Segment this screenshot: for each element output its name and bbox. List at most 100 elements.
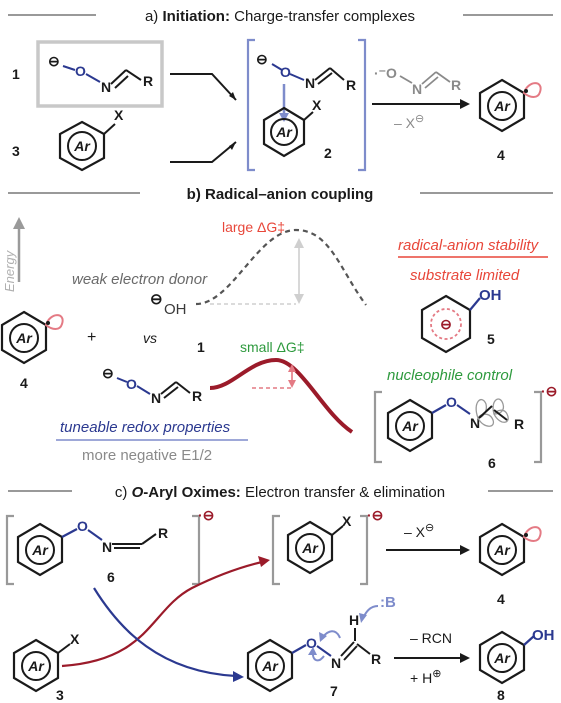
oxime-7-hydrogen: H [349, 612, 359, 628]
plus-h-label: + H⊕ [410, 668, 441, 686]
label-3: 3 [12, 143, 20, 159]
phenol-8-oh: OH [532, 627, 555, 644]
large-dg-label: large ΔG‡ [222, 219, 285, 235]
section-c-header: c) O-Aryl Oximes: Electron transfer & el… [115, 484, 445, 501]
hydroxide-label: OH [164, 301, 187, 318]
blue-substitution-arrow [93, 587, 237, 678]
svg-text:⊖: ⊖ [440, 316, 452, 332]
section-b-header: b) Radical–anion coupling [187, 186, 374, 203]
phenol-radical-anion-5: ⊖ [420, 294, 472, 354]
svg-text:Ar: Ar [261, 658, 279, 674]
oximate-b-r: R [192, 388, 202, 404]
hydroxide-charge: ⊖ [150, 291, 163, 308]
svg-text:Ar: Ar [15, 330, 33, 346]
svg-text:Ar: Ar [73, 138, 91, 154]
weak-donor-label: weak electron donor [72, 271, 208, 288]
section-a-header: a) Initiation: Charge-transfer complexes [145, 8, 415, 25]
minus-rcn-label: – RCN [410, 630, 452, 646]
label-4a: 4 [497, 147, 505, 163]
phenol-8: Ar [478, 630, 526, 685]
aryl-ring-6b: Ar [386, 398, 434, 453]
compound-6b-nitrogen: N [470, 415, 480, 431]
aryl-halide-radical-anion: Ar [286, 520, 334, 575]
minus-x-text-a: – X⊖ [394, 113, 424, 131]
label-6c: 6 [107, 569, 115, 585]
label-8: 8 [497, 687, 505, 703]
vs-label: vs [143, 330, 157, 346]
aryl-halide-charge: ·⊖ [367, 507, 383, 523]
label-4b: 4 [20, 375, 28, 391]
more-negative-label: more negative E1/2 [82, 447, 212, 464]
label-5: 5 [487, 331, 495, 347]
label-6b: 6 [488, 455, 496, 471]
radical-anion-halide-x: X [342, 513, 352, 529]
label-3c: 3 [56, 687, 64, 703]
label-1b: 1 [197, 339, 205, 355]
oximate-oxygen: O [75, 63, 86, 79]
svg-text:Ar: Ar [275, 124, 293, 140]
label-7: 7 [330, 683, 338, 699]
complex-r-group: R [346, 77, 356, 93]
minus-x-text-c: – X⊖ [404, 522, 434, 540]
complex-nitrogen: N [305, 75, 315, 91]
large-barrier-curve [195, 228, 367, 306]
oximate-b-charge: ⊖ [102, 365, 114, 381]
svg-text:Ar: Ar [27, 658, 45, 674]
aryl-halide-3c: Ar [12, 638, 60, 693]
svg-text:Ar: Ar [493, 542, 511, 558]
aryl-radical-4b: Ar [0, 310, 64, 365]
oximate-b-oxygen: O [126, 376, 137, 392]
small-barrier-curve [209, 357, 354, 434]
svg-text:Ar: Ar [401, 418, 419, 434]
compound-6b-oxygen: O [446, 394, 457, 410]
label-2: 2 [324, 145, 332, 161]
halide-x-3c: X [70, 631, 80, 647]
compound-6b-radical-anion: ·⊖ [541, 383, 557, 399]
label-1: 1 [12, 66, 20, 82]
oxygen-anion-charge: ⊖ [48, 53, 60, 69]
compound-6c-oxygen: O [77, 518, 88, 534]
complex-2-left-bracket [246, 38, 255, 172]
grey-oximate-nitrogen: N [412, 81, 422, 97]
svg-text:Ar: Ar [31, 542, 49, 558]
aryl-ring-3a: Ar [58, 120, 106, 172]
plus-sign: + [87, 329, 96, 346]
compound-6c-nitrogen: N [102, 539, 112, 555]
oximate-nitrogen: N [101, 79, 111, 95]
small-dg-label: small ΔG‡ [240, 339, 305, 355]
red-electron-transfer-arrow [61, 560, 263, 668]
svg-text:·⁻O: ·⁻O [374, 65, 397, 81]
grey-oximate-r: R [451, 77, 461, 93]
svg-text:Ar: Ar [301, 540, 319, 556]
radical-anion-stability-label: radical-anion stability [398, 237, 540, 254]
aryl-ring-6c: Ar [16, 522, 64, 577]
section-b: b) Radical–anion coupling Energy large Δ… [0, 186, 557, 471]
halide-x-3a: X [114, 107, 124, 123]
oxime-7-oxygen: O [306, 635, 317, 651]
oximate-b-nitrogen: N [151, 390, 161, 406]
complex-2-right-bracket [358, 38, 367, 172]
compound-6b-r: R [514, 416, 524, 432]
aryl-radical-4c: Ar [478, 522, 542, 577]
compound-6c-r: R [158, 525, 168, 541]
phenol-oh-5: OH [479, 287, 502, 304]
oximate-r-group: R [143, 73, 153, 89]
svg-text:Ar: Ar [493, 98, 511, 114]
energy-axis-label: Energy [2, 249, 17, 292]
tuneable-redox-label: tuneable redox properties [60, 419, 231, 436]
oxime-7-r: R [371, 651, 381, 667]
compound-1-box [36, 40, 164, 108]
nucleophile-control-label: nucleophile control [387, 367, 513, 384]
base-label: :B [380, 594, 396, 611]
section-c: c) O-Aryl Oximes: Electron transfer & el… [5, 484, 555, 703]
complex-oxygen: O [280, 64, 291, 80]
oxime-7-nitrogen: N [331, 655, 341, 671]
svg-text:Ar: Ar [493, 650, 511, 666]
substrate-limited-label: substrate limited [410, 267, 520, 284]
section-a: a) Initiation: Charge-transfer complexes… [8, 8, 553, 172]
complex-halide-x: X [312, 97, 322, 113]
compound-6c-radical-anion: ·⊖ [198, 507, 214, 523]
label-4c: 4 [497, 591, 505, 607]
complex-anion-charge: ⊖ [256, 51, 268, 67]
